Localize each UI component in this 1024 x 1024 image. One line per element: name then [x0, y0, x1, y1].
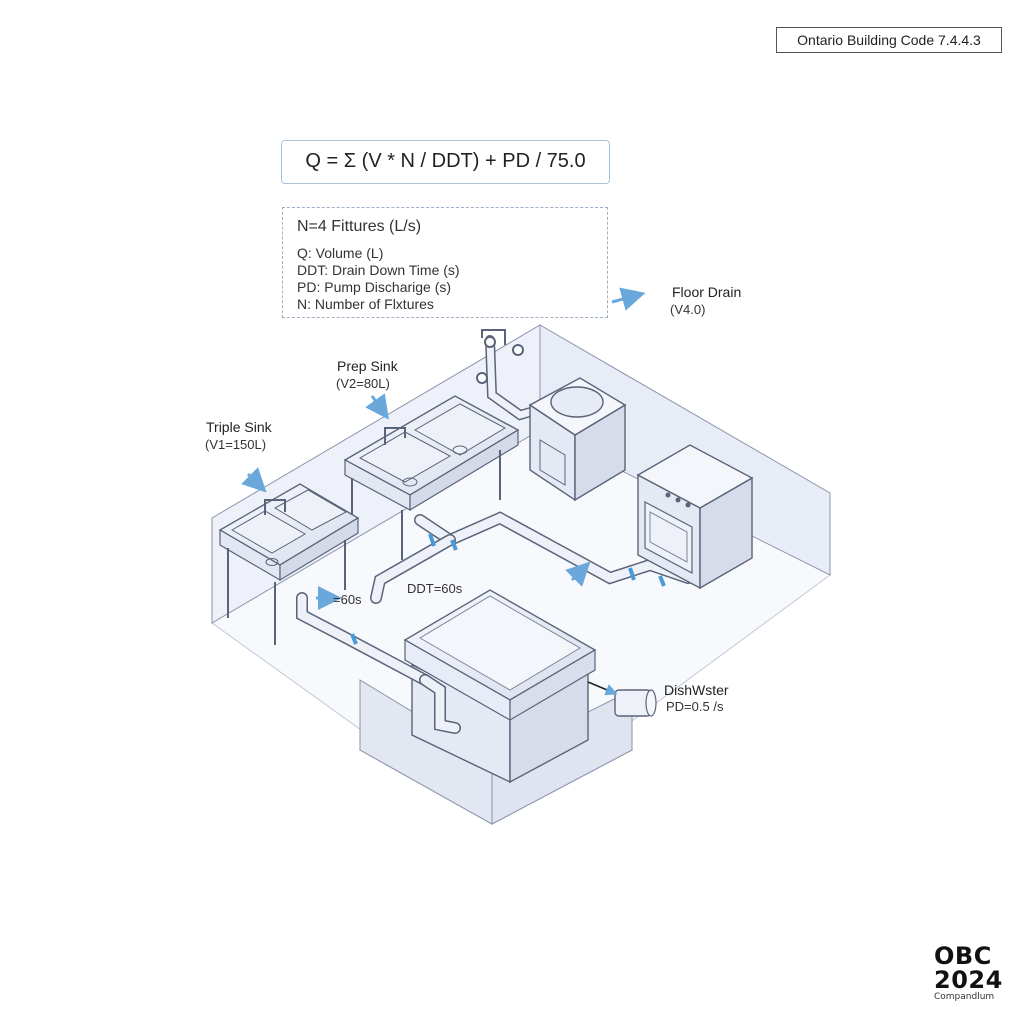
building-code-reference: Ontario Building Code 7.4.4.3 — [776, 27, 1002, 53]
dishwasher-unit — [636, 444, 754, 590]
prep-sink-value: (V2=80L) — [336, 376, 390, 391]
logo-line-2: 2024 — [934, 966, 1003, 994]
triple-sink-value: (V1=150L) — [205, 437, 267, 452]
floor-drain-unit — [528, 377, 627, 502]
dishwasher-leader — [587, 681, 618, 696]
legend-item-number-of-fixtures: N: Number of Flxtures — [297, 296, 434, 312]
dishwasher-label: DishWster — [664, 682, 729, 698]
dishwasher-value: PD=0.5 /s — [666, 699, 724, 714]
floor-drain-value: (V4.0) — [670, 302, 706, 317]
sizing-formula: Q = Σ (V * N / DDT) + PD / 75.0 — [281, 140, 610, 184]
prep-sink-label: Prep Sink — [337, 358, 398, 374]
logo-line-1: OBC — [934, 942, 992, 970]
prep-sink — [343, 395, 520, 560]
floor-drain-label: Floor Drain — [672, 284, 742, 300]
drain-pipes — [296, 335, 694, 734]
pipe-bands — [350, 533, 666, 645]
legend-item-volume: Q: Volume (L) — [297, 245, 384, 261]
legend-title: N=4 Fittures (L/s) — [297, 218, 422, 235]
ddt-main-label: DDT=60s — [407, 581, 463, 596]
ddt-left-label: =60s — [333, 592, 362, 607]
flow-arrows — [241, 287, 646, 610]
obc-2024-logo: OBC 2024 Compandlum — [934, 944, 1008, 1003]
dishwasher-pump — [614, 689, 657, 717]
legend-item-drain-down-time: DDT: Drain Down Time (s) — [297, 262, 460, 278]
wall-faucet — [476, 329, 524, 384]
triple-sink-label: Triple Sink — [206, 419, 272, 435]
legend-item-pump-discharge: PD: Pump Discharige (s) — [297, 279, 452, 295]
logo-line-3: Compandlum — [934, 992, 995, 1002]
triple-sink — [218, 483, 360, 645]
formula-legend: N=4 Fittures (L/s) Q: Volume (L) DDT: Dr… — [282, 207, 608, 318]
